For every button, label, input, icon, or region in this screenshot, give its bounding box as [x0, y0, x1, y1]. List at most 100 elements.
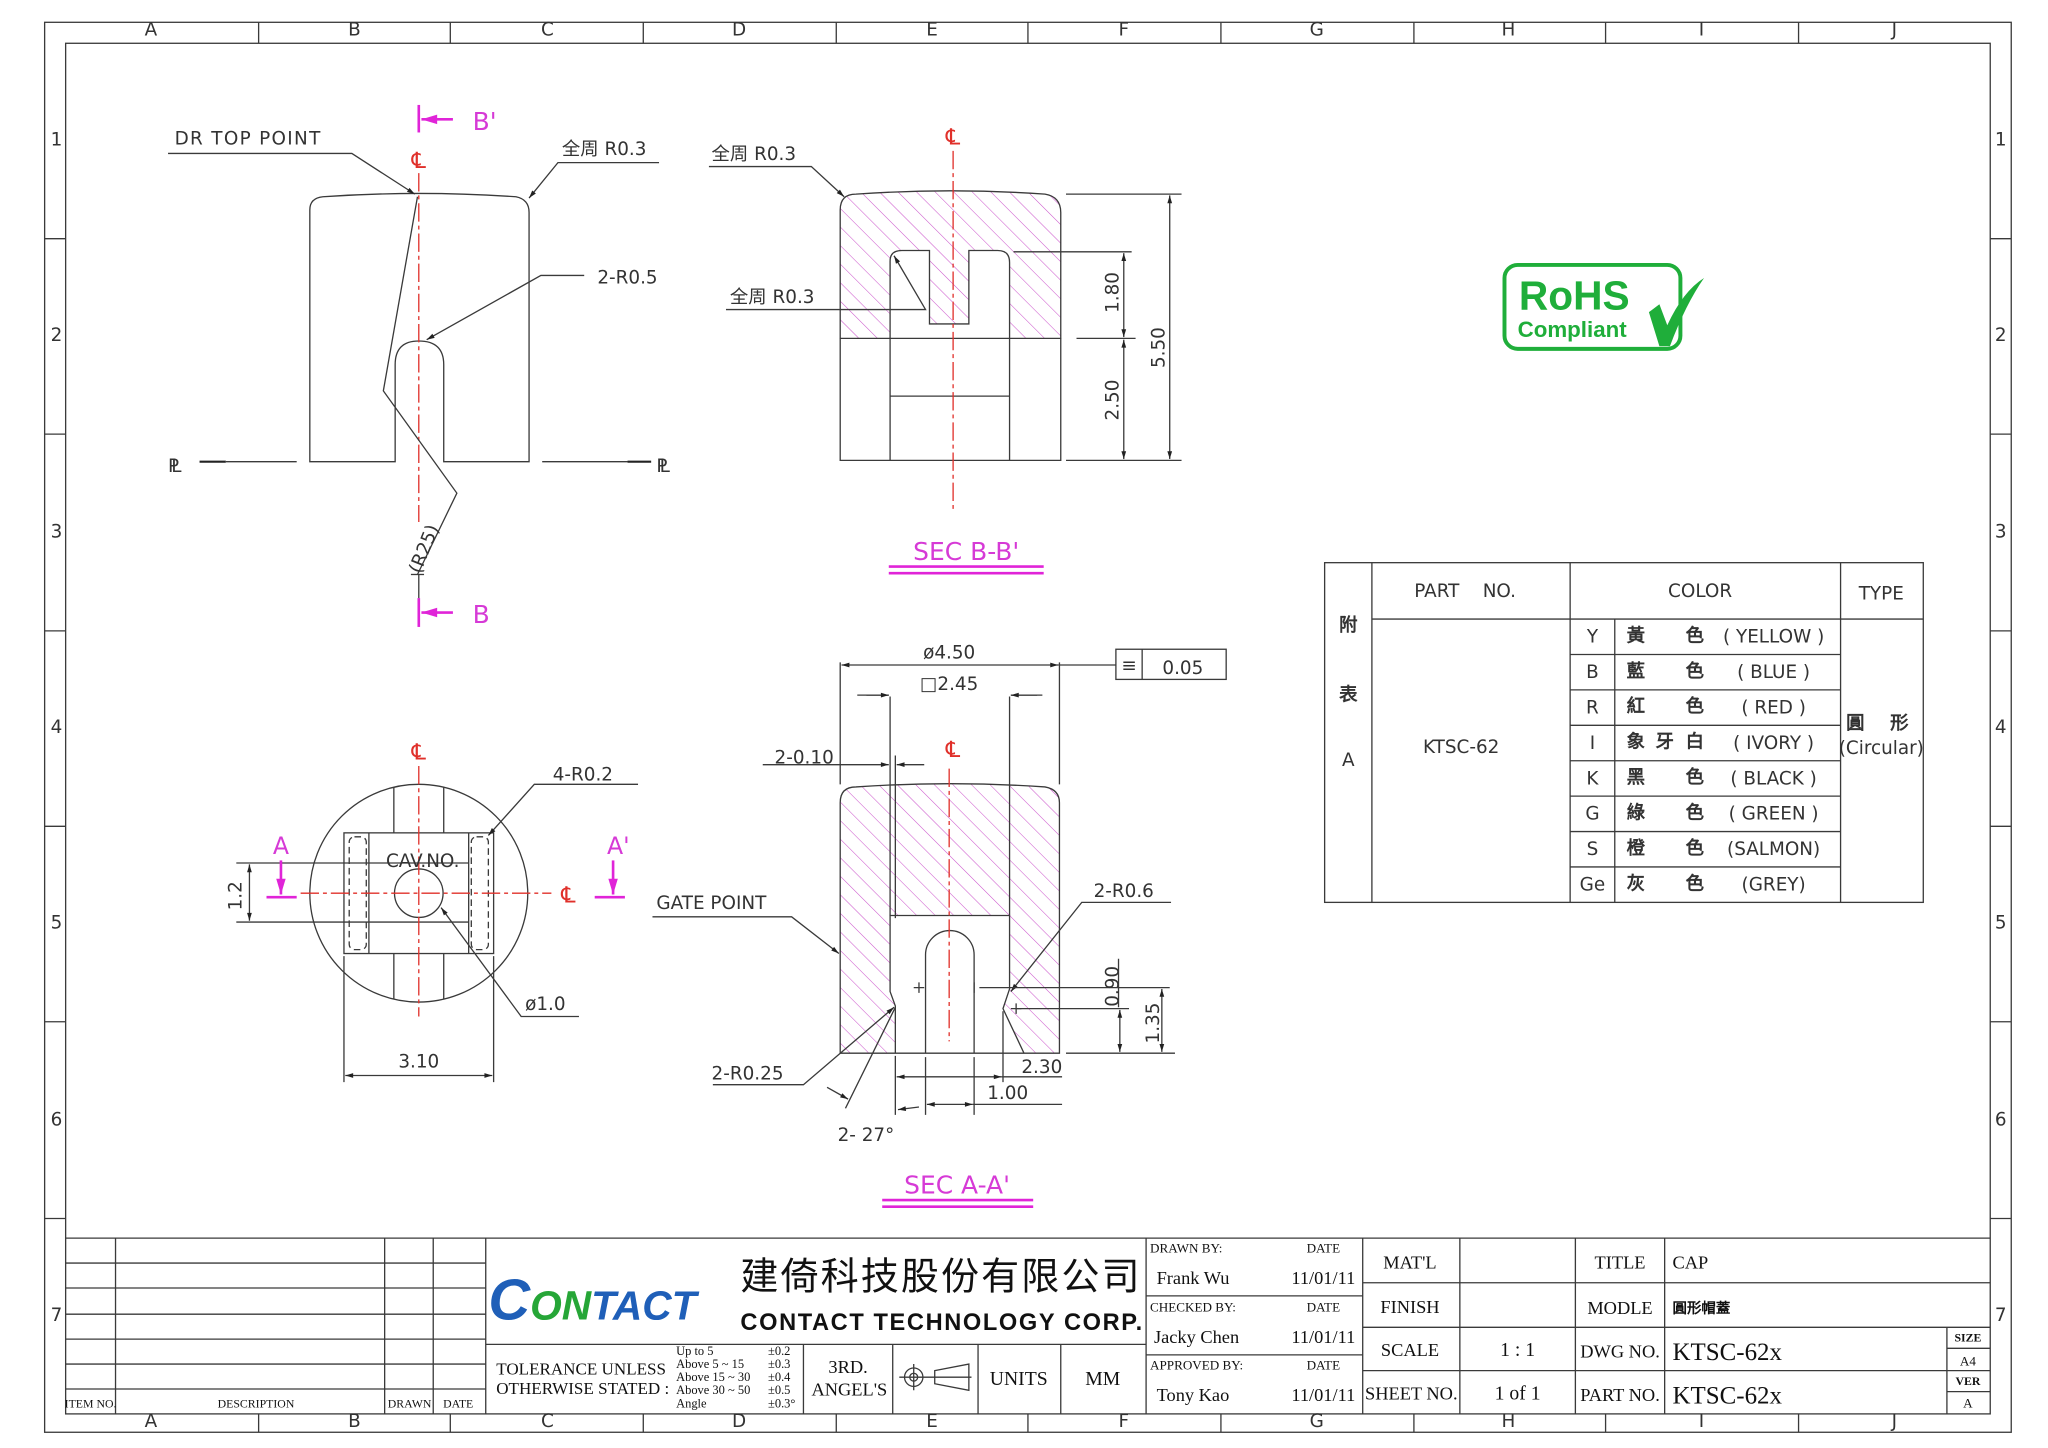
dim-3-10: 3.10 [398, 1052, 439, 1073]
items-header-date: DATE [443, 1396, 473, 1410]
color-name-chinese: 黑 [1627, 767, 1645, 788]
color-name-english: ( RED ) [1741, 698, 1806, 719]
dim-1-00: 1.00 [987, 1083, 1028, 1104]
color-name-chinese: 色 [1686, 624, 1705, 646]
approved-by-name: Tony Kao [1157, 1385, 1230, 1405]
frame-row-label: 5 [51, 913, 63, 934]
section-b-view: ℄ 全周 R0.3 全周 R0.3 1.80 2.50 5.50 SEC B-B… [708, 124, 1182, 575]
frame-row-label: 4 [51, 717, 63, 738]
svg-text:B: B [473, 600, 490, 629]
centerline-symbol: ℄ [945, 124, 961, 150]
frame-column-label: F [1118, 1411, 1129, 1432]
round-all-label: 全周 R0.3 [562, 139, 647, 160]
dim-2-50: 2.50 [1103, 380, 1124, 421]
type-chinese: 圓 形 [1846, 713, 1909, 734]
part-no-value: KTSC-62x [1673, 1382, 1783, 1409]
frame-column-label: B [348, 19, 361, 40]
color-code: B [1586, 662, 1599, 683]
parting-line-left: PL [168, 456, 182, 477]
dim-0-90: 0.90 [1103, 966, 1124, 1007]
frame-column-label: C [541, 1411, 554, 1432]
finish-label: FINISH [1380, 1297, 1439, 1317]
round-all-inner-label: 全周 R0.3 [730, 287, 815, 308]
dim-diameter-4-50: ø4.50 [923, 642, 975, 663]
title-block: ITEM NO. DESCRIPTION DRAWN DATE CONTACT … [65, 1237, 1991, 1414]
dim-1-35: 1.35 [1143, 1003, 1164, 1044]
svg-text:0.05: 0.05 [1162, 658, 1203, 679]
color-name-chinese: 色 [1686, 801, 1705, 823]
items-header-description: DESCRIPTION [218, 1396, 295, 1410]
title-label: TITLE [1595, 1252, 1646, 1272]
approved-by-label: APPROVED BY: [1150, 1357, 1243, 1372]
svg-text:Compliant: Compliant [1518, 317, 1628, 342]
section-mark-a: A [266, 832, 297, 899]
frame-row-label: 1 [51, 130, 63, 151]
header-color: COLOR [1668, 581, 1732, 602]
frame-row-label: 7 [1995, 1305, 2007, 1326]
projection-label-1: 3RD. [828, 1357, 867, 1377]
color-name-english: ( YELLOW ) [1723, 627, 1824, 648]
svg-text:B': B' [473, 107, 497, 136]
sheet-label: SHEET NO. [1365, 1383, 1458, 1403]
date-label: DATE [1307, 1241, 1341, 1256]
checked-date: 11/01/11 [1291, 1327, 1355, 1347]
dim-1-80: 1.80 [1103, 272, 1124, 313]
color-table: 附 表 A PART NO. COLOR TYPE KTSC-62 圓 形 (C… [1323, 562, 1924, 904]
part-number: KTSC-62 [1423, 737, 1499, 758]
radius-0-6-label: 2-R0.6 [1094, 881, 1154, 902]
frame-column-label: J [1891, 1411, 1897, 1432]
angle-label: 2- 27° [838, 1125, 895, 1146]
section-a-view: ℄ ø4.50 ≡ 0.05 □2.45 2-0.10 GATE POINT 2… [652, 642, 1227, 1208]
svg-text:A: A [273, 832, 289, 860]
tolerance-range: Angle [676, 1396, 707, 1410]
title-value: CAP [1673, 1252, 1709, 1272]
frame-row-label: 2 [51, 325, 63, 346]
tolerance-value: ±0.3° [768, 1396, 795, 1410]
round-all-outer-label: 全周 R0.3 [712, 144, 797, 165]
color-code: I [1590, 733, 1595, 754]
scale-label: SCALE [1381, 1340, 1439, 1360]
parting-line-right: PL [656, 456, 670, 477]
dim-1-2: 1.2 [226, 881, 247, 910]
frame-column-label: J [1891, 19, 1897, 40]
frame-row-label: 5 [1995, 913, 2007, 934]
frame-column-label: H [1502, 1411, 1516, 1432]
color-code: R [1586, 698, 1599, 719]
section-a-title: SEC A-A' [904, 1171, 1010, 1200]
checked-by-label: CHECKED BY: [1150, 1300, 1236, 1315]
color-name-chinese: 色 [1686, 695, 1705, 717]
frame-column-label: D [732, 1411, 746, 1432]
tolerance-value: ±0.4 [768, 1370, 791, 1384]
frame-row-label: 1 [1995, 130, 2007, 151]
color-name-chinese: 牙 [1655, 732, 1673, 753]
header-part-no: PART NO. [1414, 581, 1516, 602]
radius-0-25-label: 2-R0.25 [712, 1063, 784, 1084]
hole-diameter-label: ø1.0 [525, 994, 565, 1015]
frame-row-label: 7 [51, 1305, 63, 1326]
version-value: A [1963, 1395, 1973, 1410]
model-label: MODLE [1587, 1298, 1652, 1318]
section-mark-b: B [417, 598, 490, 629]
color-name-chinese: 象 [1627, 731, 1646, 753]
color-name-english: (GREY) [1742, 875, 1806, 896]
units-label: UNITS [990, 1368, 1048, 1390]
color-name-chinese: 白 [1686, 731, 1704, 753]
frame-row-label: 2 [1995, 325, 2007, 346]
tolerance-label-2: OTHERWISE STATED : [496, 1379, 669, 1398]
svg-text:RoHS: RoHS [1519, 273, 1630, 319]
color-name-english: ( IVORY ) [1733, 733, 1814, 754]
centerline-symbol: ℄ [560, 882, 576, 908]
frame-row-label: 6 [1995, 1109, 2007, 1130]
slot-radius-label: 2-R0.5 [597, 267, 657, 288]
rohs-compliant-logo: RoHS Compliant [1502, 262, 1705, 351]
frame-column-label: C [541, 19, 554, 40]
color-name-chinese: 色 [1686, 837, 1705, 859]
color-name-chinese: 灰 [1627, 872, 1645, 894]
offset-label: 2-0.10 [775, 747, 834, 768]
